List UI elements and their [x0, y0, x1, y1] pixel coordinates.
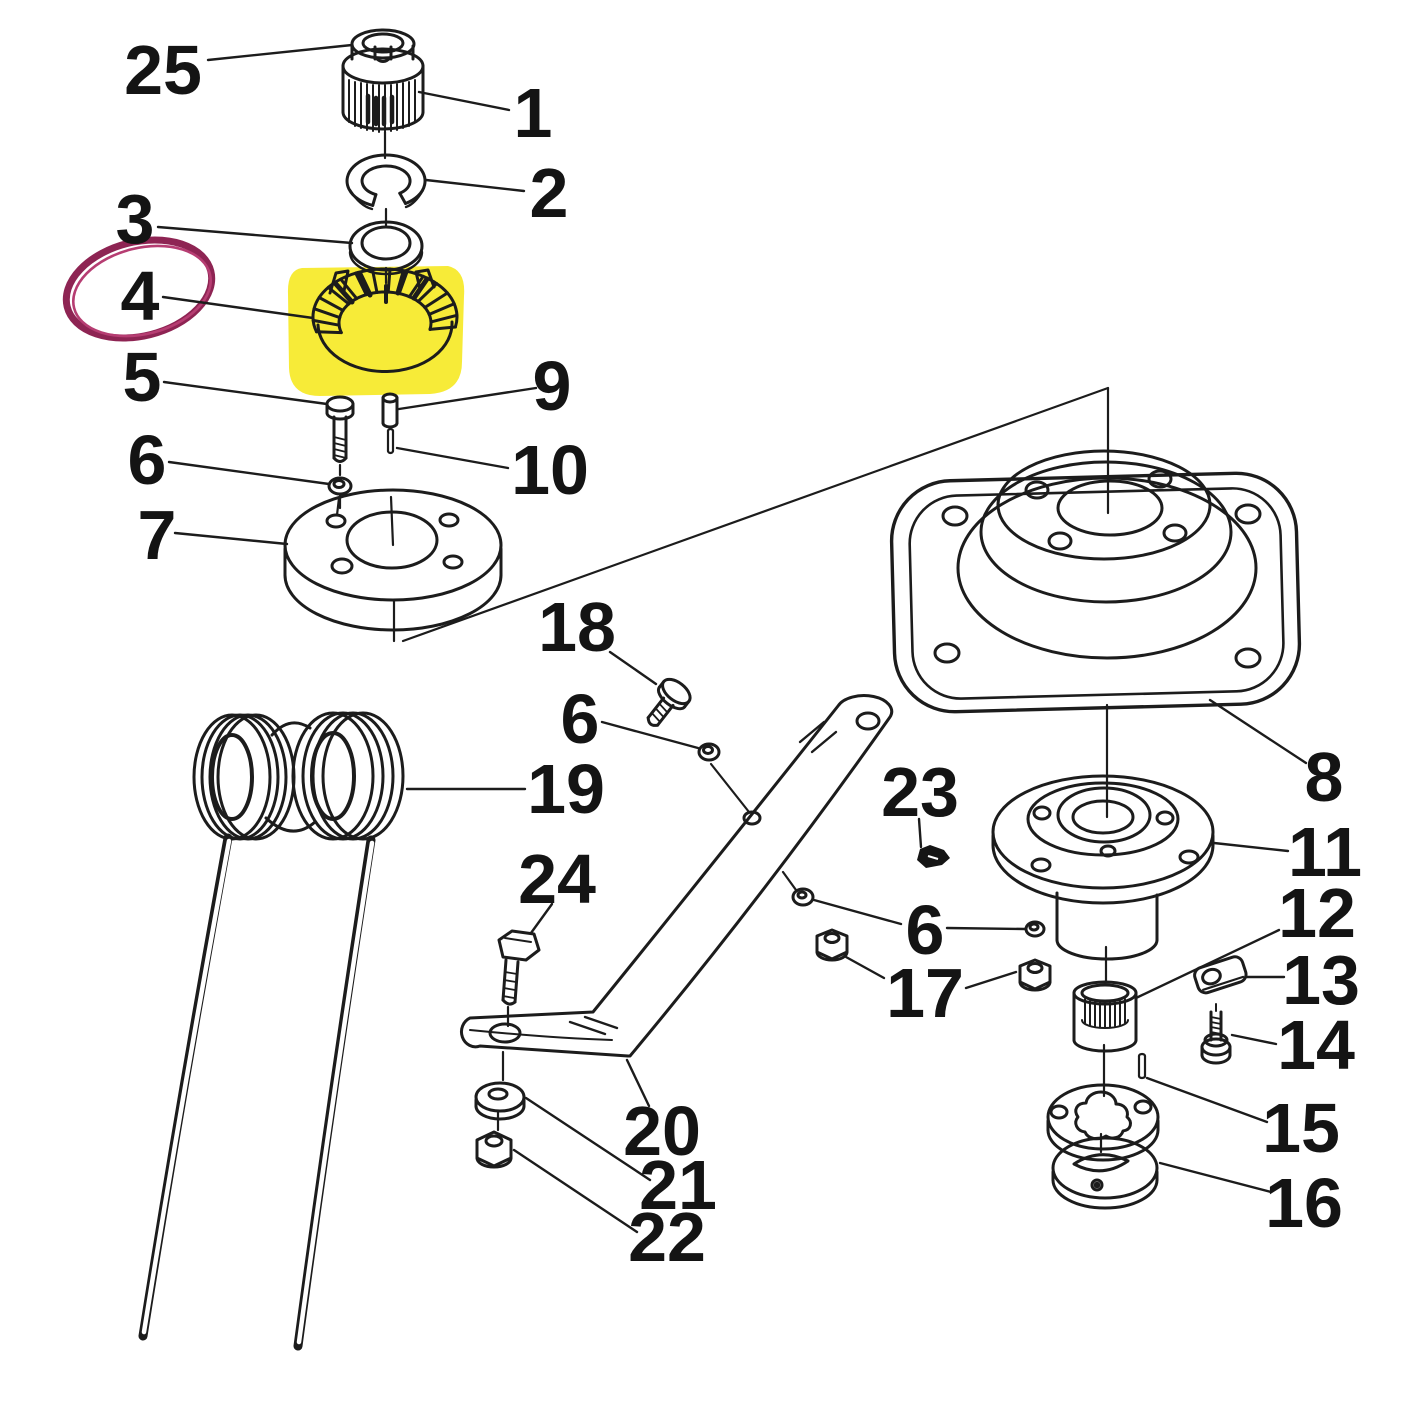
part-label-19: 19 [527, 750, 605, 828]
part-label-4: 4 [121, 257, 160, 335]
part-2-snap-ring [345, 153, 427, 211]
part-4-bevel-gear [311, 267, 459, 374]
part-17-nut-right [1018, 958, 1052, 992]
leader-line-14 [1230, 1033, 1278, 1046]
leader-line-18 [608, 650, 658, 686]
part-label-25: 25 [124, 31, 202, 109]
part-1-splined-pinion [341, 28, 425, 133]
part-label-5: 5 [123, 338, 162, 416]
leader-line-4 [161, 295, 315, 320]
part-8-housing-cover [889, 449, 1302, 714]
part-13-clip-nut [1193, 955, 1248, 995]
leader-line-6b [600, 720, 700, 750]
leader-line-7 [173, 531, 289, 546]
part-label-16: 16 [1265, 1164, 1343, 1242]
part-label-1: 1 [514, 74, 553, 152]
leader-line-25 [206, 43, 354, 62]
part-label-21: 21 [639, 1146, 717, 1224]
part-label-20: 20 [623, 1092, 701, 1170]
part-23-fastener [917, 845, 950, 868]
leader-line-12 [1134, 928, 1281, 1000]
leader-line-16 [1158, 1161, 1273, 1194]
part-label-17: 17 [886, 954, 964, 1032]
leader-line-11 [1212, 841, 1290, 853]
part-label-14: 14 [1277, 1006, 1355, 1084]
leader-line-23 [917, 817, 923, 849]
leader-line-15 [1145, 1076, 1269, 1124]
part-label-7: 7 [138, 496, 177, 574]
leader-line-21 [524, 1096, 652, 1182]
part-label-6b: 6 [561, 680, 600, 758]
part-9-roll-pin [381, 392, 399, 429]
part-6-washer-right [1024, 920, 1046, 938]
part-label-3: 3 [116, 180, 155, 258]
leader-line-9 [397, 386, 538, 411]
part-label-10: 10 [511, 431, 589, 509]
part-label-12: 12 [1278, 874, 1356, 952]
red-circle-annotation [62, 236, 216, 342]
leader-line-20 [625, 1058, 651, 1108]
part-21-washer [474, 1081, 526, 1121]
part-label-23: 23 [881, 753, 959, 831]
part-label-6c: 6 [906, 891, 945, 969]
leader-line-24 [529, 902, 554, 935]
part-label-8: 8 [1305, 738, 1344, 816]
part-24-bolt [497, 929, 541, 1006]
part-label-13: 13 [1282, 941, 1360, 1019]
part-label-15: 15 [1262, 1089, 1340, 1167]
leader-line-3 [156, 225, 354, 245]
leader-line-6a [167, 460, 331, 486]
part-label-6a: 6 [128, 421, 167, 499]
part-label-2: 2 [530, 154, 569, 232]
part-15-pin [1137, 1052, 1147, 1080]
part-14-screw [1200, 1003, 1232, 1065]
part-label-11: 11 [1288, 813, 1362, 891]
leader-line-10 [395, 446, 510, 470]
part-label-18: 18 [538, 588, 616, 666]
leader-line-17 [844, 955, 886, 980]
part-17-nut-left [815, 928, 849, 962]
leader-line-6c [812, 898, 903, 926]
part-label-24: 24 [518, 840, 596, 918]
part-18-bolt [646, 677, 692, 727]
part-number-labels: 2512345679101861924202122236178111213141… [116, 31, 1362, 1276]
part-19-spring-tine [138, 711, 405, 1351]
leader-line-22 [512, 1148, 639, 1234]
part-6-washer-top [327, 476, 353, 496]
leader-line-2 [424, 178, 526, 193]
part-label-9: 9 [533, 347, 572, 425]
part-12-needle-bearing [1072, 980, 1138, 1053]
part-16-rotor-plates [1046, 1083, 1160, 1210]
leader-line-5 [162, 380, 329, 406]
leader-lines [156, 43, 1308, 1234]
part-6-washer-left [781, 870, 815, 907]
leader-line-8 [1208, 698, 1308, 765]
part-7-flange-disc [283, 488, 503, 632]
leader-line-6c-1 [945, 926, 1027, 931]
part-11-hub [991, 774, 1215, 961]
part-6-washer-under-18 [697, 742, 721, 762]
part-3-bearing-cup [348, 220, 424, 276]
part-5-bolt [325, 395, 355, 463]
part-10-pin [386, 427, 395, 455]
part-22-nut [475, 1130, 513, 1169]
leader-line-1 [417, 90, 511, 112]
part-label-22: 22 [628, 1198, 706, 1276]
part-20-support-arm [460, 694, 894, 1058]
leader-line-17-1 [964, 970, 1018, 990]
